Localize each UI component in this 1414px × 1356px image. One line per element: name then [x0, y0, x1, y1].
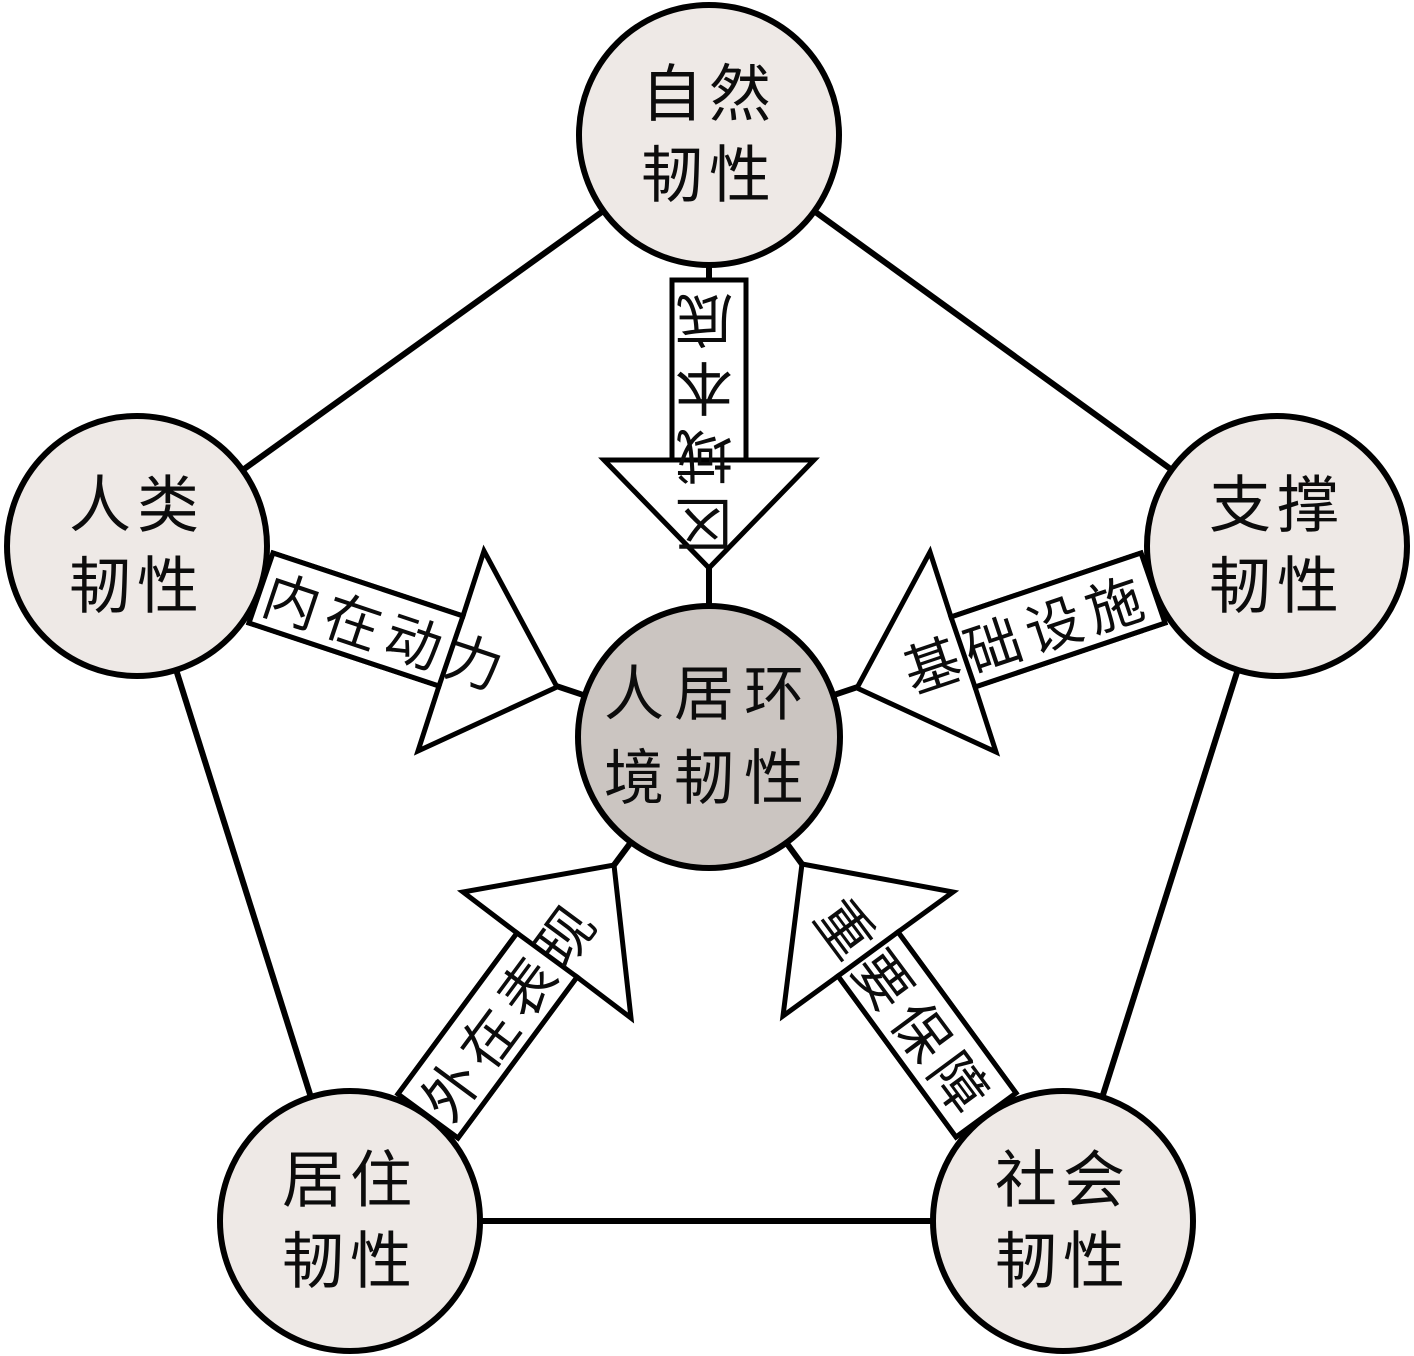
arrow-social-label-box	[834, 928, 1020, 1141]
node-label-natural: 自然韧性	[640, 57, 777, 211]
node-label-human: 人类韧性	[68, 468, 205, 622]
arrow-label-natural: 区域本底	[675, 282, 743, 554]
node-circle-living	[217, 1088, 483, 1354]
node-circle-support	[1144, 413, 1410, 679]
node-label-support: 支撑韧性	[1208, 468, 1345, 622]
node-circle-natural	[576, 2, 842, 268]
node-circle-center	[575, 603, 843, 871]
node-circle-human	[4, 413, 270, 679]
node-circle-social	[930, 1088, 1196, 1354]
arrow-human-label-box	[245, 549, 467, 690]
arrow-living-label-box	[394, 929, 581, 1142]
node-label-social: 社会韧性	[994, 1143, 1131, 1297]
arrow-natural-label-box	[669, 277, 749, 463]
node-label-center: 人居环境韧性	[604, 660, 814, 814]
node-label-living: 居住韧性	[281, 1143, 418, 1297]
block-arrows	[245, 277, 1169, 1142]
arrow-support-label-box	[947, 549, 1169, 691]
